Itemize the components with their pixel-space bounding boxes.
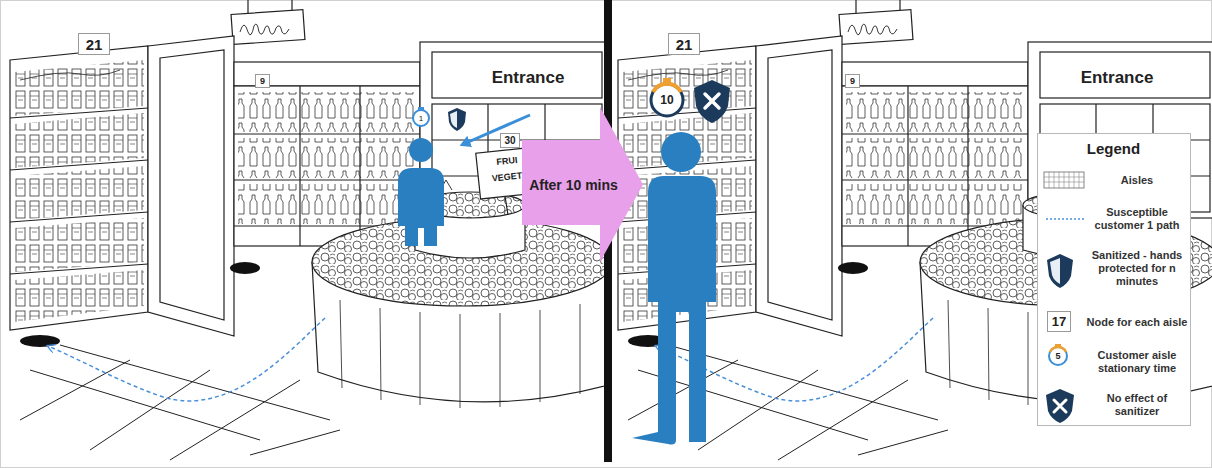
aisle-node: 21 xyxy=(668,33,700,55)
shield-icon xyxy=(1047,254,1073,288)
legend-text: No effect of sanitizer xyxy=(1086,392,1188,418)
right-customer xyxy=(632,176,716,445)
legend-text: Customer aisle stationary time xyxy=(1086,349,1188,375)
right-customer xyxy=(663,78,671,83)
node-number: 30 xyxy=(504,136,515,146)
no-effect-icon xyxy=(1046,389,1074,423)
aisle-node: 30 xyxy=(500,133,520,148)
left-customer xyxy=(398,168,444,246)
timer-value: 5 xyxy=(1050,349,1066,363)
legend-text: Sanitized - hands protected for n minute… xyxy=(1086,249,1188,288)
node-number: 9 xyxy=(260,77,265,86)
right-panel xyxy=(618,0,1212,460)
timer-value: 10 xyxy=(655,92,679,108)
legend-text: Aisles xyxy=(1121,174,1153,187)
left-customer xyxy=(448,108,466,131)
legend-entry: Susceptible customer 1 path xyxy=(1086,195,1188,243)
node-number: 9 xyxy=(850,77,855,86)
legend-panel xyxy=(1038,134,1191,426)
legend-entry: Customer aisle stationary time xyxy=(1086,338,1188,386)
node-number: 21 xyxy=(676,37,693,52)
legend-text: Node for each aisle xyxy=(1087,316,1188,329)
right-customer xyxy=(651,84,683,116)
legend-title: Legend xyxy=(1037,138,1190,158)
left-customer xyxy=(409,138,433,162)
arrow-node: After 10 mins xyxy=(522,107,643,262)
legend-text: Susceptible customer 1 path xyxy=(1086,206,1188,232)
stopwatch-icon xyxy=(1049,347,1067,365)
no-effect-icon xyxy=(1046,389,1074,423)
aisle-node: 9 xyxy=(255,74,270,88)
left-customer xyxy=(418,107,424,110)
store-view xyxy=(618,0,1212,460)
legend-node-sample: 17 xyxy=(1047,311,1071,332)
aisle-node: 9 xyxy=(845,74,860,88)
left-customer xyxy=(466,115,530,143)
stopwatch-icon xyxy=(1049,344,1067,365)
stopwatch-icon xyxy=(1055,344,1061,347)
left-panel xyxy=(10,0,604,460)
legend-entry: No effect of sanitizer xyxy=(1086,381,1188,429)
right-customer xyxy=(661,132,701,172)
no-effect-icon xyxy=(1054,400,1066,412)
aisle-node: 21 xyxy=(78,33,110,55)
shield-icon xyxy=(1047,254,1073,288)
legend-entry: Sanitized - hands protected for n minute… xyxy=(1086,244,1188,292)
path-icon xyxy=(1046,218,1086,219)
store-view xyxy=(10,0,604,460)
aisle-icon xyxy=(1044,172,1084,188)
aisle-icon xyxy=(1044,172,1084,188)
arrow-label: After 10 mins xyxy=(529,178,618,192)
right-customer xyxy=(694,80,730,123)
legend-entry: Aisles xyxy=(1086,156,1188,204)
aisle-icon xyxy=(1044,172,1084,188)
right-customer xyxy=(653,84,681,92)
entrance-sign: Entrance xyxy=(478,66,578,90)
left-customer xyxy=(413,110,429,126)
node-number: 21 xyxy=(86,37,103,52)
fruit-sign xyxy=(505,196,508,215)
left-customer xyxy=(450,111,457,128)
legend-entry: Node for each aisle xyxy=(1086,298,1188,346)
timer-value: 1 xyxy=(413,111,429,125)
shield-icon xyxy=(1050,258,1060,284)
entrance-sign: Entrance xyxy=(1067,66,1167,90)
legend-panel xyxy=(1038,134,1191,426)
right-customer xyxy=(705,94,719,108)
arrow-shape xyxy=(522,107,643,262)
right-customer xyxy=(632,78,730,445)
